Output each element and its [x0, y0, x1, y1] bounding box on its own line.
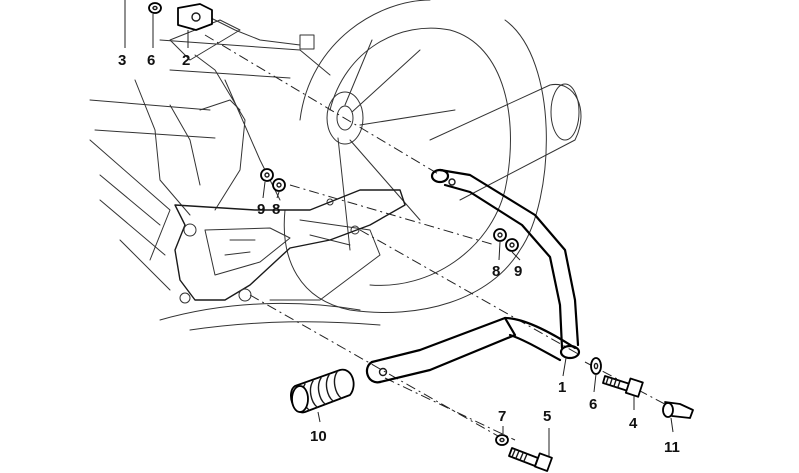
washer-hole	[276, 182, 282, 188]
frame-tube-lower	[89, 139, 171, 291]
bracket-hole-4	[179, 292, 191, 304]
nut-9a	[260, 168, 274, 182]
wheel-hub	[326, 91, 364, 145]
callout-6: 6	[589, 396, 597, 413]
bracket-hole-1	[183, 223, 197, 237]
bolt-thread	[605, 377, 621, 388]
callout-7: 7	[498, 408, 506, 425]
callouts: 3 6 2 9 8 8 9 1 6 4 11 7 5 10	[118, 52, 680, 456]
washer-hole-top	[152, 5, 158, 11]
bracket-hole-3	[350, 225, 360, 235]
stand-pivot-right	[559, 344, 581, 360]
wheel-spokes	[337, 39, 456, 251]
leader-lines	[124, 0, 674, 456]
rear-tyre-outline	[283, 0, 547, 313]
washer-hole	[499, 437, 505, 443]
stand-leg-upper-inner	[443, 183, 564, 350]
stand-foot-hole	[378, 367, 388, 377]
bracket-hole-2	[238, 288, 252, 302]
washer-6b	[590, 357, 602, 375]
muffler-end	[550, 83, 580, 141]
bracket-cutout	[204, 227, 291, 276]
stand-foot-arm	[370, 316, 517, 384]
wheel-hub-inner	[336, 105, 354, 131]
bolt-4	[602, 375, 644, 398]
frame-left-edge	[134, 79, 201, 216]
clamp-hole	[191, 12, 201, 22]
rubber-end-cap	[291, 385, 309, 413]
clamp-part-2	[177, 3, 213, 31]
bolt-thread	[511, 449, 528, 462]
callout-6: 6	[147, 52, 155, 69]
callout-8: 8	[272, 201, 280, 218]
nut-part-9-left	[260, 168, 274, 182]
washer-hole	[497, 232, 503, 238]
callout-11: 11	[664, 439, 680, 456]
bolt-5	[508, 447, 553, 472]
footrest-rubber-10	[290, 368, 355, 414]
stand-pivot-hole	[448, 178, 456, 186]
callout-9: 9	[514, 263, 522, 280]
assembly-axes	[204, 34, 681, 441]
callout-4: 4	[629, 415, 638, 432]
callout-3: 3	[118, 52, 126, 69]
sweep-line	[159, 302, 381, 331]
washer-part-8-left	[272, 178, 286, 192]
washer-part-8-right	[493, 228, 507, 242]
frame-tube-upper	[89, 39, 331, 139]
washer-8b	[493, 228, 507, 242]
washer-top	[148, 2, 162, 14]
washer-7	[495, 434, 509, 446]
bolt-part-5-shank	[508, 447, 539, 467]
shock-absorber	[169, 19, 241, 111]
stand-crossbar	[503, 316, 577, 362]
callout-2: 2	[182, 52, 190, 69]
callout-5: 5	[543, 408, 551, 425]
washer-hole	[593, 362, 599, 370]
stand-pivot-left	[430, 168, 450, 184]
washer-8a	[272, 178, 286, 192]
cap-11	[662, 401, 694, 419]
stand-foot-tip	[365, 360, 382, 384]
nut-9b	[505, 238, 519, 252]
stand-leg-upper	[438, 168, 580, 347]
washer-part-6-top	[148, 2, 162, 14]
bracket-hole-5	[326, 198, 334, 206]
center-stand	[365, 168, 581, 384]
bolt-part-5-head	[534, 452, 553, 472]
callout-10: 10	[310, 428, 327, 445]
footrest-bracket-plate	[174, 189, 406, 301]
bolt-part-4-head	[624, 377, 644, 398]
nut-hole	[509, 242, 515, 248]
callout-9: 9	[257, 201, 265, 218]
nut-hole	[264, 172, 270, 178]
motorcycle-background	[89, 0, 582, 331]
spring-clamp	[177, 3, 213, 31]
washer-part-6-bottom	[590, 357, 602, 375]
rear-tyre-inner	[329, 27, 511, 286]
callout-8: 8	[492, 263, 500, 280]
exhaust-muffler	[429, 84, 582, 201]
cap-part-11-end	[662, 402, 674, 418]
washer-part-7	[495, 434, 509, 446]
frame-bracket	[299, 34, 315, 50]
callout-1: 1	[558, 379, 566, 396]
nut-part-9-right	[505, 238, 519, 252]
